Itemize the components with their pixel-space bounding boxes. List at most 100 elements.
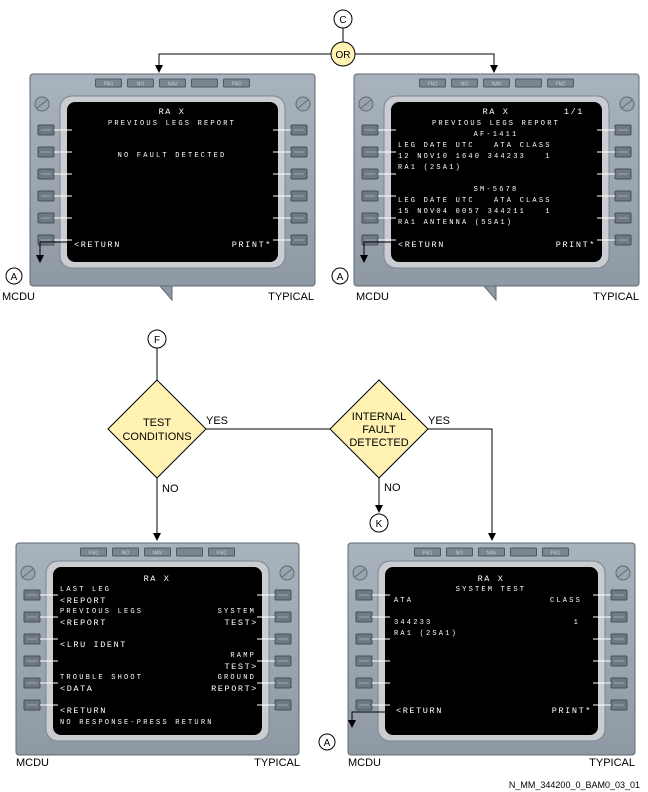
print-label: PRINT* — [552, 706, 592, 716]
connector-a: A — [318, 733, 336, 751]
decision-line-2: FAULT — [362, 424, 396, 436]
trouble-shoot-label: TROUBLE SHOOT — [60, 674, 143, 682]
decision-test-conditions: TEST CONDITIONS — [107, 379, 207, 479]
panel-top-key[interactable] — [223, 78, 250, 88]
panel-top-key[interactable] — [446, 547, 473, 557]
decision-line-3: DETECTED — [349, 437, 408, 449]
panel-top-key-label: NAV — [487, 551, 498, 557]
panel-top-key[interactable] — [208, 547, 235, 557]
lru-2: RA1 ANTENNA (5SA1) — [398, 219, 513, 227]
connector-f: F — [147, 329, 167, 349]
flow-arrow-a1 — [36, 241, 68, 263]
previous-legs-report: <REPORT — [60, 618, 107, 628]
ground-report: REPORT> — [211, 684, 258, 694]
decision-line-1: TEST — [143, 417, 171, 429]
connector-a: A — [331, 267, 349, 285]
lru-ident: <LRU IDENT — [60, 640, 127, 650]
return-label: <RETURN — [396, 706, 443, 716]
panel-top-key[interactable] — [547, 78, 574, 88]
print-label: PRINT* — [232, 240, 272, 250]
panel-top-key-label: FM2 — [232, 82, 242, 88]
panel-top-key-label: NAV — [492, 82, 503, 88]
screen-subtitle: PREVIOUS LEGS REPORT — [108, 120, 236, 128]
panel-top-key[interactable] — [451, 78, 478, 88]
panel-top-key[interactable] — [144, 547, 171, 557]
panel-top-key[interactable] — [159, 78, 186, 88]
lru-1: RA1 (2SA1) — [398, 164, 462, 172]
leg-row-1: 12 NOV10 1640 344233 1 — [398, 153, 552, 161]
column-header-2: LEG DATE UTC ATA CLASS — [398, 197, 552, 205]
typical-caption: TYPICAL — [593, 291, 639, 303]
connector-a-label: A — [337, 272, 344, 283]
page-number: 1/1 — [564, 107, 584, 117]
lru-value: RA1 (2SA1) — [394, 630, 458, 638]
no-label: NO — [384, 482, 401, 494]
panel-top-key-label: NO — [456, 551, 464, 557]
class-value: 1 — [574, 619, 580, 627]
previous-legs-label: PREVIOUS LEGS — [60, 608, 143, 616]
panel-top-key[interactable] — [191, 78, 218, 88]
panel-top-key[interactable] — [414, 547, 441, 557]
flow-arrow-a2 — [360, 241, 392, 263]
connector-c: C — [333, 9, 353, 29]
connector-k: K — [369, 513, 389, 533]
connector-k-label: K — [376, 519, 383, 530]
ground-label: GROUND — [218, 674, 256, 682]
panel-top-key[interactable] — [112, 547, 139, 557]
panel-top-key[interactable] — [483, 78, 510, 88]
panel-top-key[interactable] — [510, 547, 537, 557]
ramp-label: RAMP — [230, 652, 256, 660]
mcdu-caption: MCDU — [356, 291, 389, 303]
flight-number-2: SM-5678 — [474, 186, 519, 194]
connector-c-label: C — [339, 15, 346, 26]
connector-a-label: A — [11, 272, 18, 283]
mcdu-previous-legs-list: FM1 NO NAV FM2 RA X 1/1 PREVIOUS LEGS REPOR… — [353, 73, 640, 302]
panel-top-key-label: NO — [137, 82, 145, 88]
screen-title: RA X — [159, 107, 186, 117]
panel-top-key-label: NO — [122, 551, 130, 557]
or-label: OR — [336, 50, 351, 61]
last-leg-report: <REPORT — [60, 596, 107, 606]
last-leg-label: LAST LEG — [60, 586, 111, 594]
panel-top-key-label: FM2 — [556, 82, 566, 88]
panel-top-key-label: NO — [461, 82, 469, 88]
footer-message: NO RESPONSE-PRESS RETURN — [60, 719, 214, 727]
typical-caption: TYPICAL — [589, 757, 635, 769]
panel-top-key-label: FM1 — [423, 551, 433, 557]
ata-header: ATA — [394, 597, 413, 605]
panel-top-key[interactable] — [127, 78, 154, 88]
screen-title: RA X — [144, 574, 171, 584]
screen-title: RA X — [478, 574, 505, 584]
flow-arrow — [428, 428, 496, 541]
yes-label: YES — [206, 415, 228, 427]
panel-top-key[interactable] — [95, 78, 122, 88]
panel-top-key-label: FM1 — [89, 551, 99, 557]
panel-top-key-label: FM2 — [551, 551, 561, 557]
class-header: CLASS — [550, 597, 582, 605]
flow-arrow-left — [155, 53, 331, 73]
figure-id: N_MM_344200_0_BAM0_03_01 — [509, 780, 640, 790]
leg-row-2: 15 NOV04 0057 344211 1 — [398, 208, 552, 216]
typical-caption: TYPICAL — [254, 757, 300, 769]
panel-top-key[interactable] — [542, 547, 569, 557]
panel-top-key-label: FM1 — [428, 82, 438, 88]
panel-top-key[interactable] — [515, 78, 542, 88]
panel-top-key[interactable] — [478, 547, 505, 557]
system-test: TEST> — [224, 618, 258, 628]
flow-arrow-a3 — [348, 711, 390, 728]
panel-top-key[interactable] — [176, 547, 203, 557]
no-label: NO — [162, 483, 179, 495]
panel-top-key[interactable] — [80, 547, 107, 557]
column-header-1: LEG DATE UTC ATA CLASS — [398, 142, 552, 150]
screen-title: RA X — [483, 107, 510, 117]
or-junction: OR — [330, 41, 356, 67]
decision-line-1: INTERNAL — [352, 411, 406, 423]
screen-subtitle: SYSTEM TEST — [456, 586, 526, 594]
screen-subtitle: PREVIOUS LEGS REPORT — [432, 120, 560, 128]
panel-top-key[interactable] — [419, 78, 446, 88]
typical-caption: TYPICAL — [268, 291, 314, 303]
panel-top-key-label: FM1 — [104, 82, 114, 88]
